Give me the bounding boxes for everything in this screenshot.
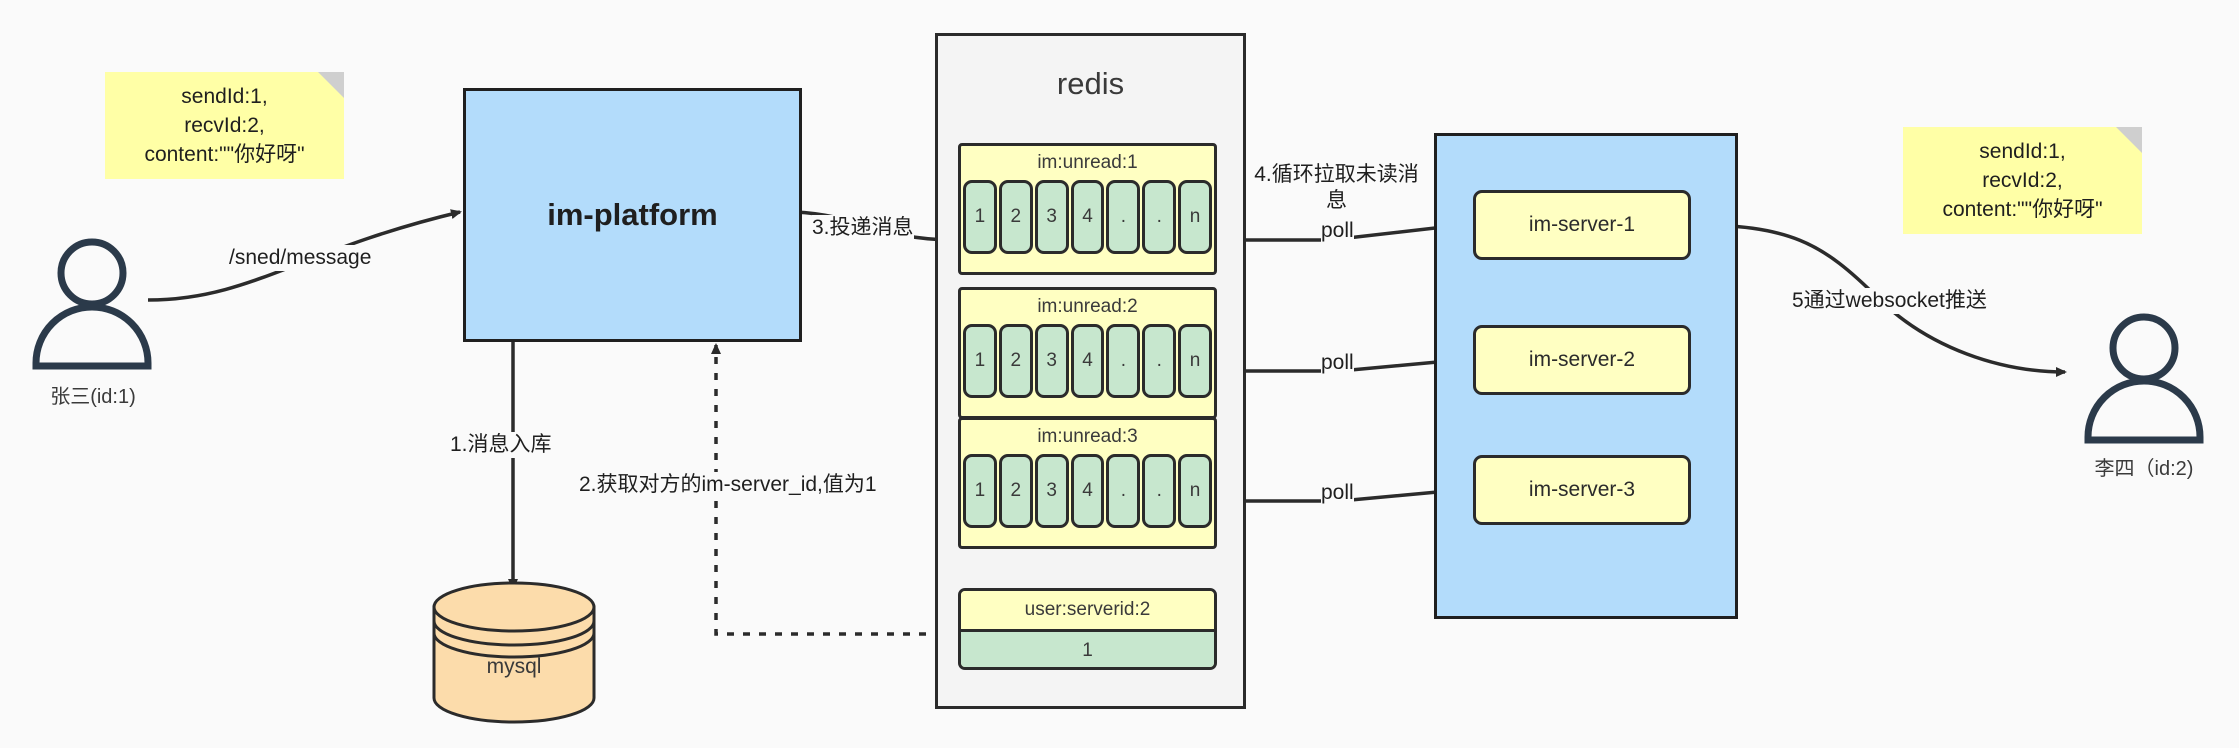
list-cell: .	[1142, 454, 1177, 528]
list-cell: 2	[998, 454, 1033, 528]
redis-list-card-2[interactable]: im:unread:2 1 2 3 4 . . n	[958, 287, 1217, 419]
mysql-cylinder	[432, 581, 596, 724]
message-payload-note-right: sendId:1, recvId:2, content:""你好呀"	[1903, 127, 2142, 234]
im-server-label: im-server-3	[1528, 478, 1636, 501]
redis-kv-key: user:serverid:2	[961, 591, 1214, 629]
list-cell: .	[1106, 454, 1141, 528]
sender-label: 张三(id:1)	[50, 386, 136, 408]
edge-label-step5: 5通过websocket推送	[1792, 288, 1987, 314]
edge-label-step3: 3.投递消息	[812, 215, 914, 241]
list-cell: .	[1142, 324, 1177, 398]
redis-list-key: im:unread:3	[1037, 426, 1138, 447]
list-cell: n	[1178, 454, 1213, 528]
edge-label-step4: 4.循环拉取未读消 息	[1254, 162, 1419, 214]
list-cell: 3	[1034, 454, 1069, 528]
list-cell: 3	[1034, 180, 1069, 254]
redis-list-cells: 1 2 3 4 . . n	[961, 454, 1214, 528]
im-server-node-3[interactable]: im-server-3	[1473, 455, 1691, 525]
list-cell: .	[1142, 180, 1177, 254]
mysql-label: mysql	[486, 655, 542, 678]
im-platform-label: im-platform	[547, 197, 718, 232]
receiver-label: 李四（id:2)	[2094, 458, 2194, 480]
list-cell: 4	[1070, 324, 1105, 398]
list-cell: 1	[963, 454, 997, 528]
edge-label-poll-1: poll	[1321, 218, 1354, 244]
im-server-node-2[interactable]: im-server-2	[1473, 325, 1691, 395]
note-fold-icon	[2116, 127, 2142, 153]
im-server-label: im-server-2	[1528, 348, 1636, 371]
note-right-text: sendId:1, recvId:2, content:""你好呀"	[1942, 140, 2103, 221]
im-platform-box[interactable]: im-platform	[463, 88, 802, 342]
redis-list-key: im:unread:1	[1037, 152, 1138, 173]
list-cell: 2	[998, 180, 1033, 254]
edge-label-step1: 1.消息入库	[450, 432, 552, 458]
list-cell: 4	[1070, 454, 1105, 528]
redis-title: redis	[1056, 66, 1125, 101]
list-cell: 2	[998, 324, 1033, 398]
list-cell: 1	[963, 180, 997, 254]
list-cell: n	[1178, 180, 1213, 254]
list-cell: n	[1178, 324, 1213, 398]
redis-kv-card[interactable]: user:serverid:2 1	[958, 588, 1217, 670]
edge-label-poll-3: poll	[1321, 480, 1354, 506]
edge-label-send-message: /sned/message	[229, 245, 372, 271]
im-server-label: im-server-1	[1528, 213, 1636, 236]
edge-label-poll-2: poll	[1321, 350, 1354, 376]
list-cell: 4	[1070, 180, 1105, 254]
list-cell: .	[1106, 324, 1141, 398]
receiver-person-icon	[2084, 313, 2204, 444]
list-cell: .	[1106, 180, 1141, 254]
list-cell: 3	[1034, 324, 1069, 398]
redis-kv-value: 1	[961, 629, 1214, 667]
redis-list-key: im:unread:2	[1037, 296, 1138, 317]
redis-list-cells: 1 2 3 4 . . n	[961, 180, 1214, 254]
sender-person-icon	[32, 238, 152, 370]
redis-list-cells: 1 2 3 4 . . n	[961, 324, 1214, 398]
list-cell: 1	[963, 324, 997, 398]
redis-list-card-1[interactable]: im:unread:1 1 2 3 4 . . n	[958, 143, 1217, 275]
note-fold-icon	[318, 72, 344, 98]
message-payload-note-left: sendId:1, recvId:2, content:""你好呀"	[105, 72, 344, 179]
im-server-node-1[interactable]: im-server-1	[1473, 190, 1691, 260]
redis-list-card-3[interactable]: im:unread:3 1 2 3 4 . . n	[958, 417, 1217, 549]
edge-label-step2: 2.获取对方的im-server_id,值为1	[579, 472, 877, 498]
note-left-text: sendId:1, recvId:2, content:""你好呀"	[144, 85, 305, 166]
